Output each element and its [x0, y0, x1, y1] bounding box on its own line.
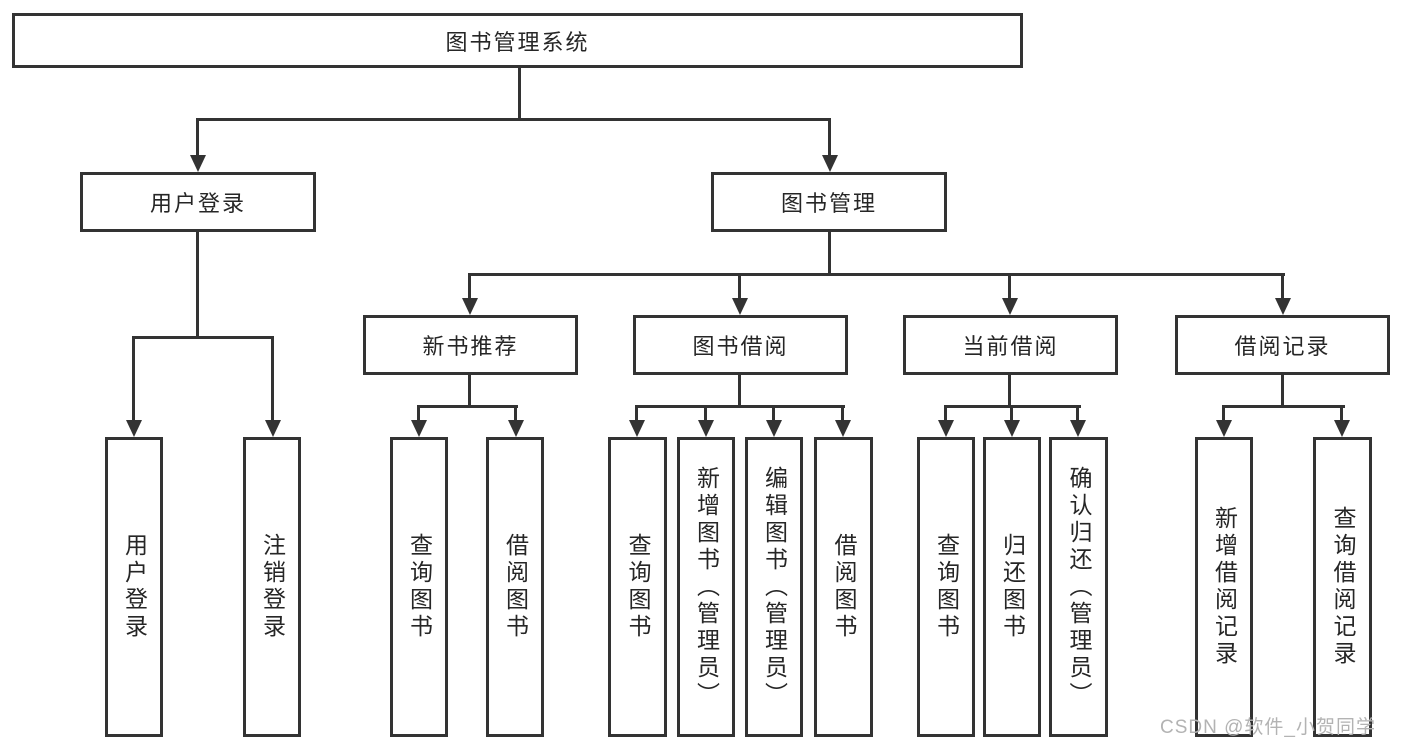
node-borrow-records: 借阅记录 — [1175, 315, 1390, 375]
arrowhead-down-icon — [1216, 420, 1232, 437]
connector-line — [1076, 405, 1079, 424]
arrowhead-down-icon — [1334, 420, 1350, 437]
leaf-query-books-current: 查询图书 — [917, 437, 975, 737]
leaf-query-borrow-record-label: 查询借阅记录 — [1330, 506, 1356, 668]
connector-line — [417, 405, 420, 424]
connector-line — [828, 118, 831, 158]
leaf-logout: 注销登录 — [243, 437, 301, 737]
connector-line — [196, 118, 831, 121]
leaf-query-books-current-label: 查询图书 — [933, 533, 960, 641]
connector-line — [196, 232, 199, 339]
leaf-return-books-label: 归还图书 — [999, 533, 1026, 641]
connector-line — [132, 336, 274, 339]
connector-line — [132, 336, 135, 423]
arrowhead-down-icon — [462, 298, 478, 315]
node-current-borrow: 当前借阅 — [903, 315, 1118, 375]
connector-line — [1281, 375, 1284, 407]
arrowhead-down-icon — [766, 420, 782, 437]
leaf-logout-label: 注销登录 — [259, 533, 286, 641]
leaf-edit-books-admin: 编辑图书（管理员） — [745, 437, 803, 737]
node-borrow-records-label: 借阅记录 — [1234, 334, 1331, 359]
connector-line — [704, 405, 707, 424]
leaf-query-books-recommend-label: 查询图书 — [406, 533, 433, 641]
node-current-borrow-label: 当前借阅 — [962, 334, 1059, 359]
node-book-management: 图书管理 — [711, 172, 947, 232]
arrowhead-down-icon — [1002, 298, 1018, 315]
connector-line — [1340, 405, 1343, 424]
leaf-edit-books-admin-label: 编辑图书（管理员） — [761, 465, 788, 709]
node-book-management-label: 图书管理 — [780, 191, 877, 216]
connector-line — [828, 232, 831, 276]
arrowhead-down-icon — [732, 298, 748, 315]
arrowhead-down-icon — [938, 420, 954, 437]
node-new-book-recommend-label: 新书推荐 — [422, 334, 519, 359]
connector-line — [514, 405, 517, 424]
arrowhead-down-icon — [1004, 420, 1020, 437]
leaf-query-books-recommend: 查询图书 — [390, 437, 448, 737]
connector-line — [841, 405, 844, 424]
connector-line — [1222, 405, 1225, 424]
connector-line — [468, 273, 471, 301]
connector-line — [1010, 405, 1013, 424]
connector-line — [271, 336, 274, 423]
leaf-add-books-admin-label: 新增图书（管理员） — [693, 465, 720, 709]
connector-line — [468, 273, 1285, 276]
leaf-add-books-admin: 新增图书（管理员） — [677, 437, 735, 737]
node-user-login: 用户登录 — [80, 172, 316, 232]
node-book-borrow-label: 图书借阅 — [692, 334, 789, 359]
arrowhead-down-icon — [508, 420, 524, 437]
leaf-query-books-borrow-label: 查询图书 — [625, 533, 651, 641]
node-root: 图书管理系统 — [12, 13, 1023, 68]
connector-line — [1281, 273, 1284, 301]
csdn-watermark: CSDN @软件_小贺同学 — [1160, 717, 1376, 738]
connector-line — [417, 405, 518, 408]
leaf-borrow-books: 借阅图书 — [814, 437, 873, 737]
leaf-add-borrow-record: 新增借阅记录 — [1195, 437, 1253, 737]
leaf-return-books: 归还图书 — [983, 437, 1041, 737]
leaf-borrow-books-recommend-label: 借阅图书 — [502, 533, 529, 641]
leaf-query-books-borrow: 查询图书 — [608, 437, 667, 737]
leaf-borrow-books-recommend: 借阅图书 — [486, 437, 544, 737]
node-book-borrow: 图书借阅 — [633, 315, 848, 375]
arrowhead-down-icon — [265, 420, 281, 437]
arrowhead-down-icon — [190, 155, 206, 172]
leaf-user-login-label: 用户登录 — [121, 533, 148, 641]
connector-line — [944, 405, 947, 424]
leaf-confirm-return-admin-label: 确认归还（管理员） — [1066, 465, 1092, 709]
connector-line — [635, 405, 638, 424]
leaf-confirm-return-admin: 确认归还（管理员） — [1049, 437, 1108, 737]
connector-line — [518, 68, 521, 121]
arrowhead-down-icon — [1070, 420, 1086, 437]
arrowhead-down-icon — [835, 420, 851, 437]
leaf-user-login: 用户登录 — [105, 437, 163, 737]
arrowhead-down-icon — [1275, 298, 1291, 315]
leaf-query-borrow-record: 查询借阅记录 — [1313, 437, 1372, 737]
connector-line — [1008, 375, 1011, 407]
node-user-login-label: 用户登录 — [149, 191, 246, 216]
connector-line — [738, 273, 741, 301]
arrowhead-down-icon — [411, 420, 427, 437]
connector-line — [738, 375, 741, 407]
connector-line — [772, 405, 775, 424]
arrowhead-down-icon — [698, 420, 714, 437]
connector-line — [196, 118, 199, 158]
connector-line — [1222, 405, 1345, 408]
node-root-label: 图书管理系统 — [445, 29, 590, 55]
leaf-add-borrow-record-label: 新增借阅记录 — [1211, 506, 1238, 668]
connector-line — [1008, 273, 1011, 301]
connector-line — [468, 375, 471, 407]
connector-line — [635, 405, 845, 408]
arrowhead-down-icon — [822, 155, 838, 172]
arrowhead-down-icon — [126, 420, 142, 437]
arrowhead-down-icon — [629, 420, 645, 437]
leaf-borrow-books-label: 借阅图书 — [831, 533, 857, 641]
node-new-book-recommend: 新书推荐 — [363, 315, 578, 375]
